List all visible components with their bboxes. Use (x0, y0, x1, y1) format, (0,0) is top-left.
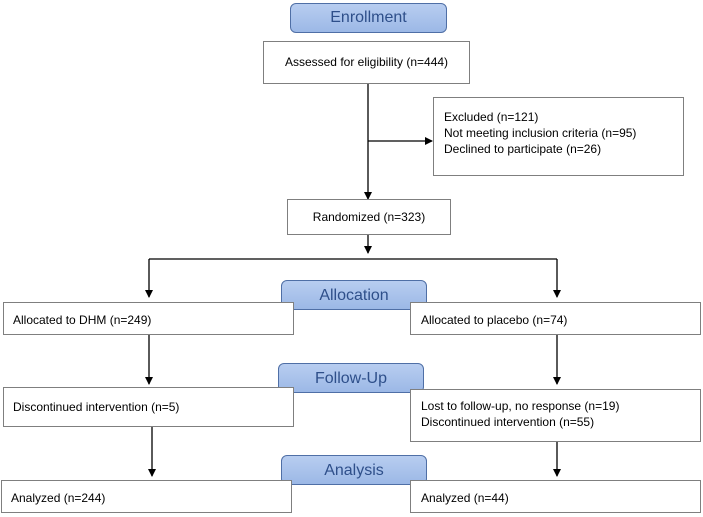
randomized-box: Randomized (n=323) (287, 199, 451, 235)
assessed-box: Assessed for eligibility (n=444) (263, 41, 470, 84)
assessed-text: Assessed for eligibility (n=444) (284, 55, 449, 69)
stage-enrollment: Enrollment (290, 3, 447, 33)
excluded-total: Excluded (n=121) (444, 110, 539, 124)
allocated-placebo-box: Allocated to placebo (n=74) (410, 302, 701, 335)
excluded-not-meeting-criteria: Not meeting inclusion criteria (n=95) (444, 126, 637, 140)
stage-allocation: Allocation (281, 280, 427, 310)
analyzed-dhm-text: Analyzed (n=244) (11, 491, 106, 505)
allocated-dhm-box: Allocated to DHM (n=249) (3, 302, 294, 335)
excluded-box: Excluded (n=121) Not meeting inclusion c… (433, 97, 684, 176)
analyzed-dhm-box: Analyzed (n=244) (1, 480, 292, 513)
analyzed-placebo-text: Analyzed (n=44) (421, 491, 509, 505)
allocated-dhm-text: Allocated to DHM (n=249) (13, 313, 152, 327)
excluded-declined: Declined to participate (n=26) (444, 142, 602, 156)
allocated-placebo-text: Allocated to placebo (n=74) (421, 313, 568, 327)
stage-follow-up: Follow-Up (278, 363, 424, 393)
followup-dhm-discontinued: Discontinued intervention (n=5) (13, 400, 180, 414)
randomized-text: Randomized (n=323) (312, 210, 426, 224)
followup-dhm-box: Discontinued intervention (n=5) (3, 387, 294, 427)
analyzed-placebo-box: Analyzed (n=44) (410, 480, 701, 513)
followup-placebo-discontinued: Discontinued intervention (n=55) (421, 415, 595, 429)
stage-analysis: Analysis (281, 455, 427, 485)
followup-placebo-box: Lost to follow-up, no response (n=19) Di… (410, 389, 701, 442)
followup-placebo-lost: Lost to follow-up, no response (n=19) (421, 399, 620, 413)
